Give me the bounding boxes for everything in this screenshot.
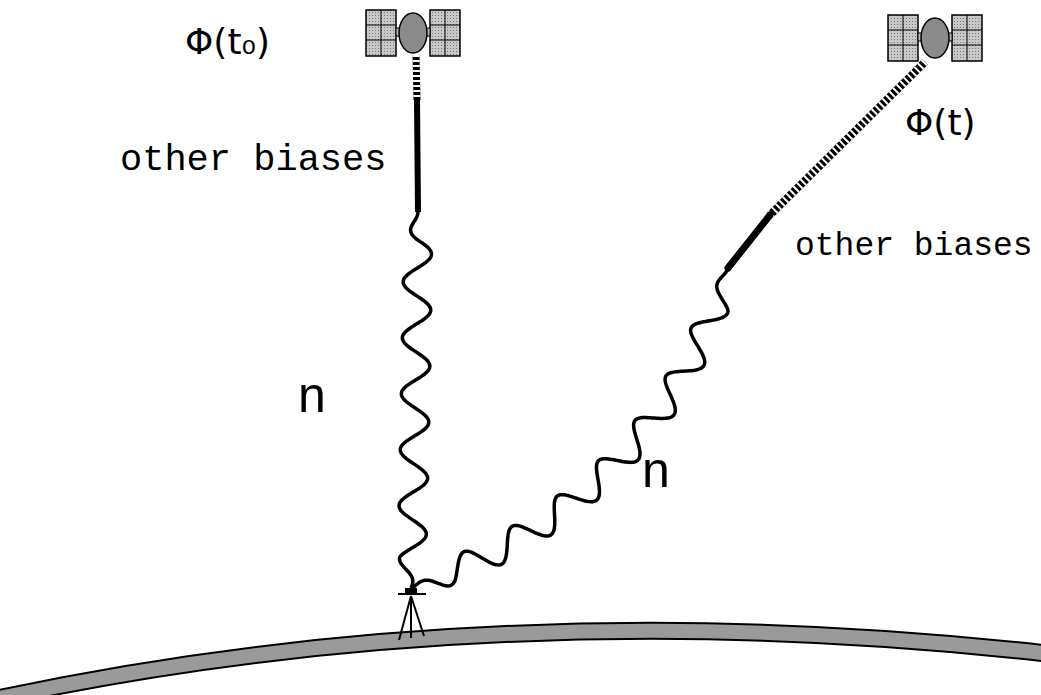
bias-segment bbox=[417, 100, 418, 212]
signal-wave bbox=[399, 212, 431, 588]
phase-segment bbox=[416, 55, 417, 100]
receiver-tripod bbox=[398, 589, 426, 640]
phase-label: Φ(t₀) bbox=[185, 24, 270, 60]
phase-label: Φ(t) bbox=[905, 105, 976, 141]
phase-segment bbox=[770, 62, 925, 215]
phase-segment bbox=[770, 62, 925, 215]
phase-segment bbox=[416, 55, 417, 100]
signal-wave bbox=[412, 268, 728, 588]
bias-label: other biases bbox=[120, 142, 386, 179]
ambiguity-label: n bbox=[642, 445, 670, 495]
earth-surface bbox=[0, 631, 1041, 695]
satellite bbox=[888, 15, 982, 61]
earth-outline bbox=[0, 631, 1041, 695]
bias-segment bbox=[728, 215, 770, 268]
ambiguity-label: n bbox=[298, 370, 326, 420]
bias-label: other biases bbox=[795, 230, 1033, 263]
satellite bbox=[366, 10, 460, 56]
